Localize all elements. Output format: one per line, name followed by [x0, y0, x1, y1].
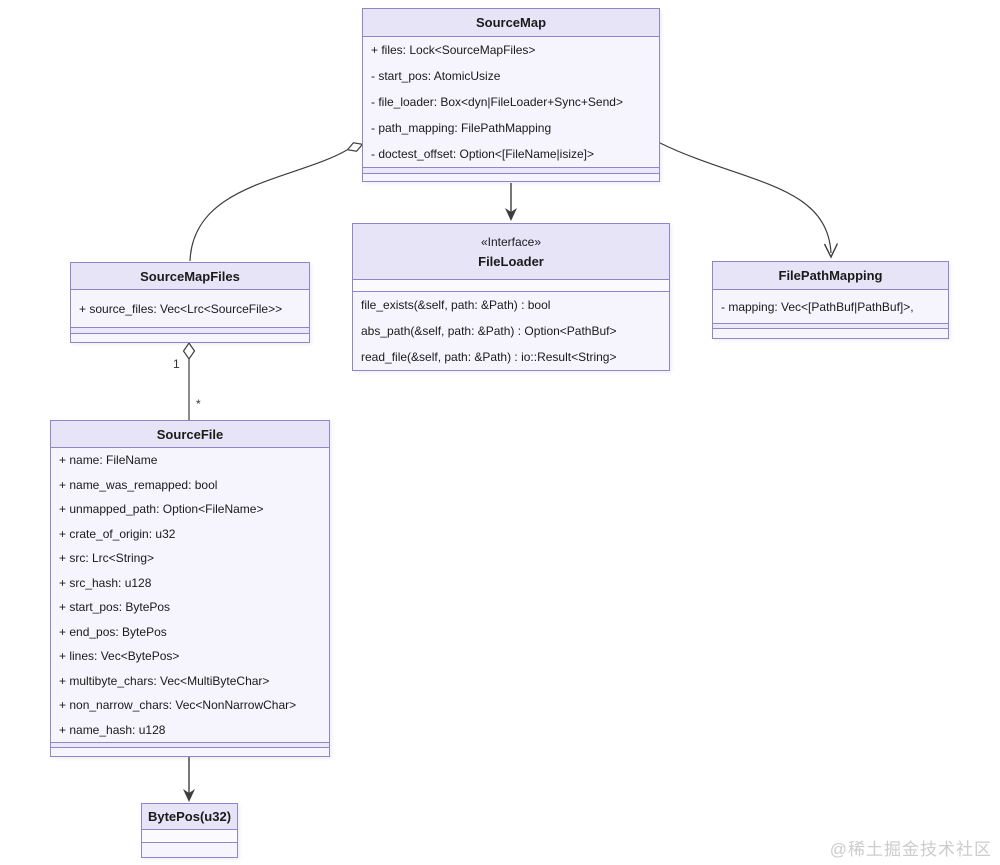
empty-compartment — [713, 328, 948, 338]
class-title: «Interface» FileLoader — [353, 224, 669, 280]
attribute-row: + unmapped_path: Option<FileName> — [59, 502, 264, 517]
empty-compartment — [142, 842, 237, 857]
arrowhead-filepathmapping-icon — [823, 243, 839, 259]
empty-compartment — [71, 327, 309, 333]
empty-compartment — [71, 333, 309, 342]
class-name: SourceFile — [156, 426, 224, 442]
attribute-row: + name_hash: u128 — [59, 722, 166, 737]
attribute-row: + crate_of_origin: u32 — [59, 526, 176, 541]
class-fileloader: «Interface» FileLoader file_exists(&self… — [352, 223, 670, 371]
class-title: SourceMap — [363, 9, 659, 37]
stereotype-label: «Interface» — [480, 234, 542, 249]
attribute-row: + end_pos: BytePos — [59, 624, 167, 639]
method-row: abs_path(&self, path: &Path) : Option<Pa… — [361, 324, 617, 338]
attribute-row: + src_hash: u128 — [59, 575, 152, 590]
class-name: BytePos(u32) — [147, 809, 232, 824]
class-title: SourceMapFiles — [71, 263, 309, 290]
arrowhead-bytepos-icon — [183, 789, 195, 802]
attribute-row: - file_loader: Box<dyn|FileLoader+Sync+S… — [371, 95, 623, 109]
empty-compartment — [713, 323, 948, 328]
empty-compartment — [142, 830, 237, 842]
class-sourcemap: SourceMap + files: Lock<SourceMapFiles> … — [362, 8, 660, 182]
class-title: BytePos(u32) — [142, 804, 237, 830]
attributes-section: + name: FileName + name_was_remapped: bo… — [51, 448, 329, 742]
class-name: SourceMapFiles — [140, 268, 240, 284]
multiplicity-many-label: * — [196, 397, 201, 411]
attribute-row: + multibyte_chars: Vec<MultiByteChar> — [59, 673, 270, 688]
attribute-row: - path_mapping: FilePathMapping — [371, 121, 552, 135]
class-name: SourceMap — [475, 15, 547, 30]
edge-sourcemap-filepathmapping — [659, 142, 832, 254]
class-sourcefile: SourceFile + name: FileName + name_was_r… — [50, 420, 330, 757]
attribute-row: - mapping: Vec<[PathBuf|PathBuf]>, — [721, 299, 914, 314]
attributes-section: + files: Lock<SourceMapFiles> - start_po… — [363, 37, 659, 167]
attributes-section: + source_files: Vec<Lrc<SourceFile>> — [71, 290, 309, 327]
class-title: FilePathMapping — [713, 262, 948, 290]
attribute-row: - start_pos: AtomicUsize — [371, 69, 501, 83]
attribute-row: + name_was_remapped: bool — [59, 477, 218, 492]
class-title: SourceFile — [51, 421, 329, 448]
attribute-row: + non_narrow_chars: Vec<NonNarrowChar> — [59, 698, 297, 713]
class-name: FilePathMapping — [778, 268, 883, 283]
attribute-row: - doctest_offset: Option<[FileName|isize… — [371, 147, 595, 161]
attribute-row: + files: Lock<SourceMapFiles> — [371, 43, 536, 57]
class-filepathmapping: FilePathMapping - mapping: Vec<[PathBuf|… — [712, 261, 949, 339]
method-row: read_file(&self, path: &Path) : io::Resu… — [361, 350, 617, 364]
attribute-row: + lines: Vec<BytePos> — [59, 649, 180, 664]
multiplicity-one-label: 1 — [173, 357, 180, 371]
methods-section: file_exists(&self, path: &Path) : bool a… — [353, 292, 669, 370]
class-bytepos: BytePos(u32) — [141, 803, 238, 858]
empty-compartment — [363, 167, 659, 173]
edge-sourcemap-sourcemapfiles — [189, 149, 348, 262]
empty-compartment — [51, 747, 329, 756]
empty-compartment — [363, 173, 659, 181]
attributes-section: - mapping: Vec<[PathBuf|PathBuf]>, — [713, 290, 948, 323]
class-name: FileLoader — [478, 253, 544, 269]
attribute-row: + name: FileName — [59, 453, 158, 468]
class-sourcemapfiles: SourceMapFiles + source_files: Vec<Lrc<S… — [70, 262, 310, 343]
method-row: file_exists(&self, path: &Path) : bool — [361, 298, 551, 312]
attribute-row: + src: Lrc<String> — [59, 551, 155, 566]
watermark: @稀土掘金技术社区 — [829, 840, 992, 859]
empty-compartment — [353, 280, 669, 292]
arrowhead-fileloader-icon — [505, 208, 517, 221]
empty-compartment — [51, 742, 329, 747]
attribute-row: + start_pos: BytePos — [59, 600, 171, 615]
aggregation-diamond-icon — [182, 341, 196, 361]
attribute-row: + source_files: Vec<Lrc<SourceFile>> — [79, 301, 283, 316]
